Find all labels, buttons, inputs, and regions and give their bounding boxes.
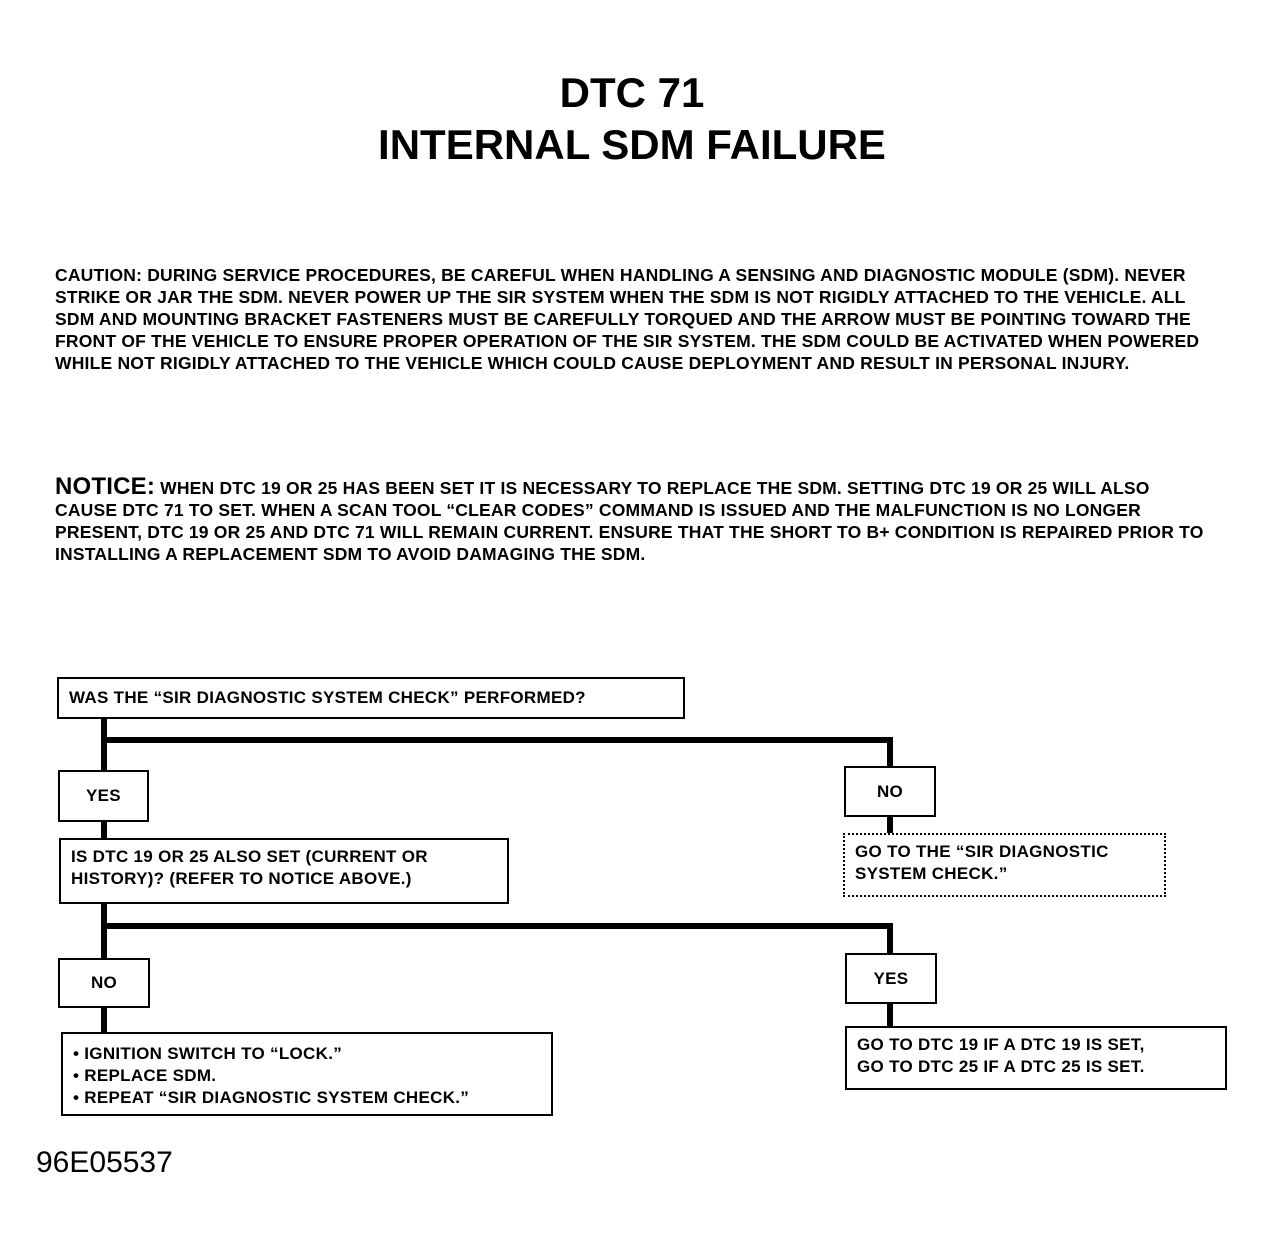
question-2-box: IS DTC 19 OR 25 ALSO SET (CURRENT OR HIS… [59, 838, 509, 904]
connector-yes-goto-dtc [887, 1002, 893, 1028]
goto-check-line-2: SYSTEM CHECK.” [855, 864, 1008, 883]
connector-q2-down [101, 902, 107, 960]
goto-dtc-line-2: GO TO DTC 25 IF A DTC 25 IS SET. [857, 1057, 1145, 1076]
page-title: DTC 71 [559, 69, 705, 116]
notice-text: WHEN DTC 19 OR 25 HAS BEEN SET IT IS NEC… [55, 478, 1204, 564]
figure-id: 96E05537 [36, 1146, 173, 1179]
notice-label: NOTICE: [55, 473, 156, 500]
no-label-2: NO [90, 973, 118, 992]
connector-no-actions [101, 1006, 107, 1034]
question-1-box: WAS THE “SIR DIAGNOSTIC SYSTEM CHECK” PE… [57, 677, 685, 719]
action-item: • REPLACE SDM. [73, 1066, 217, 1085]
yes-label-2: YES [873, 968, 909, 988]
no-box-2: NO [58, 958, 150, 1008]
connector-q2-yes-down [887, 923, 893, 955]
notice-block: NOTICE: WHEN DTC 19 OR 25 HAS BEEN SET I… [55, 473, 1215, 565]
question-2-line-2: HISTORY)? (REFER TO NOTICE ABOVE.) [71, 869, 412, 888]
question-1-text: WAS THE “SIR DIAGNOSTIC SYSTEM CHECK” PE… [69, 688, 586, 707]
goto-check-line-1: GO TO THE “SIR DIAGNOSTIC [855, 842, 1109, 861]
connector-no-goto [887, 815, 893, 835]
no-box-1: NO [844, 766, 936, 817]
connector-q1-no-down [887, 737, 893, 767]
goto-check-box: GO TO THE “SIR DIAGNOSTIC SYSTEM CHECK.” [843, 833, 1166, 897]
yes-label-1: YES [86, 786, 121, 805]
caution-text: CAUTION: DURING SERVICE PROCEDURES, BE C… [55, 265, 1200, 373]
goto-dtc-box: GO TO DTC 19 IF A DTC 19 IS SET, GO TO D… [845, 1026, 1227, 1090]
action-item: • IGNITION SWITCH TO “LOCK.” [73, 1044, 343, 1063]
no-label-1: NO [876, 781, 904, 801]
question-2-line-1: IS DTC 19 OR 25 ALSO SET (CURRENT OR [71, 847, 428, 866]
connector-yes-q2 [101, 820, 107, 840]
connector-q1-branch [101, 737, 892, 743]
actions-box: • IGNITION SWITCH TO “LOCK.” • REPLACE S… [61, 1032, 553, 1116]
yes-box-2: YES [845, 953, 937, 1004]
yes-box-1: YES [58, 770, 149, 822]
goto-dtc-line-1: GO TO DTC 19 IF A DTC 19 IS SET, [857, 1035, 1145, 1054]
action-item: • REPEAT “SIR DIAGNOSTIC SYSTEM CHECK.” [73, 1088, 470, 1107]
connector-q2-branch [101, 923, 892, 929]
page-subtitle: INTERNAL SDM FAILURE [378, 121, 886, 168]
connector-q1-down [101, 718, 107, 772]
